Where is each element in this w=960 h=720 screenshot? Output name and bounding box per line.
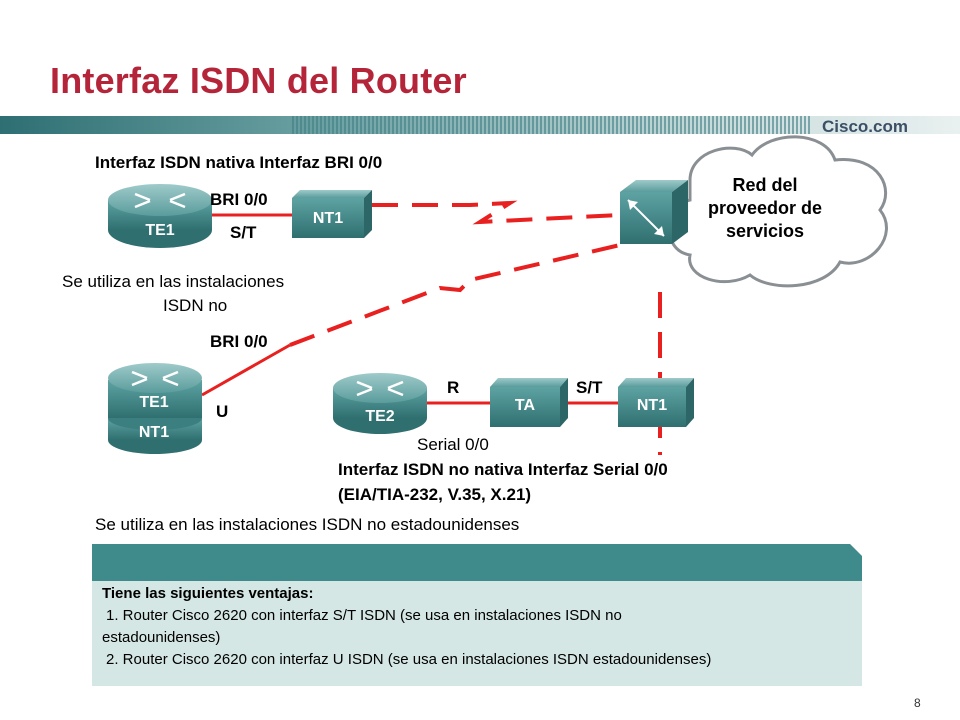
stack-te1-label: TE1 (139, 394, 169, 411)
advantage-item-1-line2: estadounidenses) (102, 629, 221, 646)
info-panel (92, 544, 862, 686)
te2-label: TE2 (365, 408, 395, 425)
advantage-item-1-line1: 1. Router Cisco 2620 con interfaz S/T IS… (106, 607, 622, 624)
note-line2: ISDN no (163, 296, 228, 315)
bottom-note: Se utiliza en las instalaciones ISDN no … (95, 515, 520, 534)
stack-nt1-label: NT1 (138, 424, 170, 441)
router-te2-icon (333, 373, 427, 434)
nt1-bottom-box-icon (618, 378, 694, 427)
local-links (201, 213, 618, 405)
advantage-item-2: 2. Router Cisco 2620 con interfaz U ISDN… (106, 651, 712, 668)
isdn-switch-icon (620, 180, 688, 244)
u-label: U (216, 402, 229, 421)
ta-label: TA (514, 397, 536, 414)
page-number: 8 (914, 696, 921, 710)
note-line1: Se utiliza en las instalaciones (62, 272, 285, 291)
bottom-caption2: (EIA/TIA-232, V.35, X.21) (338, 485, 532, 504)
serial-label: Serial 0/0 (417, 435, 489, 454)
advantages-panel: Tiene las siguientes ventajas: 1. Router… (102, 583, 852, 671)
top-nt1-label: NT1 (312, 210, 344, 227)
ta-box-icon (490, 378, 568, 427)
advantages-heading: Tiene las siguientes ventajas: (102, 585, 314, 602)
bottom-caption1: Interfaz ISDN no nativa Interfaz Serial … (338, 460, 668, 479)
router-te1-top-icon (108, 184, 212, 248)
top-st-label: S/T (230, 223, 257, 242)
slide-title: Interfaz ISDN del Router (50, 60, 467, 101)
cisco-logo: Cisco.com (822, 117, 908, 136)
nt1-top-box-icon (292, 190, 372, 238)
wan-links (289, 200, 662, 455)
router-te1-nt1-stack-icon (108, 363, 202, 454)
provider-cloud-icon (667, 135, 888, 288)
mid-bri-label: BRI 0/0 (210, 332, 268, 351)
top-router-label: TE1 (145, 222, 175, 239)
cloud-label: Red del proveedor de servicios (707, 175, 823, 241)
top-caption: Interfaz ISDN nativa Interfaz BRI 0/0 (95, 153, 383, 172)
r-label: R (447, 378, 460, 397)
bottom-st-label: S/T (576, 378, 603, 397)
top-bri-label: BRI 0/0 (210, 190, 268, 209)
header-band (0, 116, 960, 134)
bottom-nt1-label: NT1 (636, 397, 668, 414)
